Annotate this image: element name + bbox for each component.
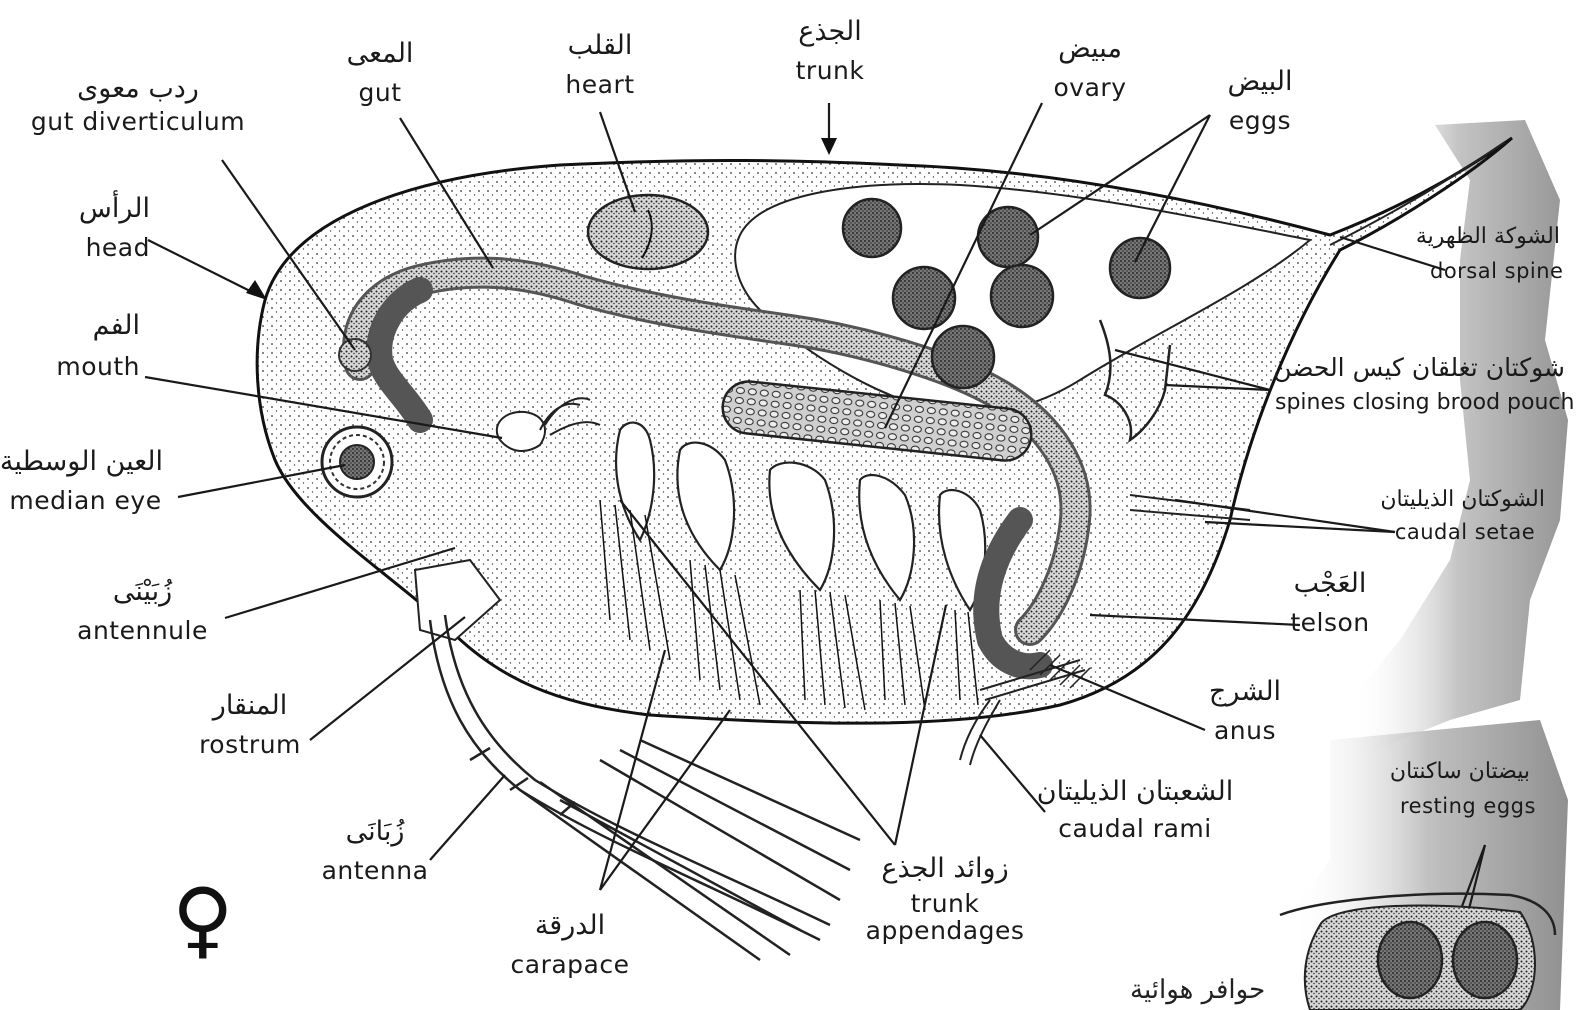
heart-organ: [588, 195, 708, 269]
label-dorsal-spine-ar: الشوكة الظهرية: [1430, 225, 1560, 248]
label-telson-ar: العَجْب: [1280, 570, 1380, 598]
label-head: الرأس head: [60, 195, 150, 262]
label-mouth: الفم mouth: [40, 312, 140, 381]
label-heart: القلب heart: [550, 32, 650, 99]
label-dorsal-spine: الشوكة الظهرية dorsal spine: [1430, 225, 1560, 282]
label-gut: المعى gut: [330, 40, 430, 107]
label-trunk-appendages-ar: زوائد الجذع: [860, 855, 1030, 883]
label-anus: الشرج anus: [1195, 678, 1295, 745]
label-gut-ar: المعى: [330, 40, 430, 68]
label-caudal-rami-ar: الشعبتان الذيليتان: [1035, 778, 1235, 806]
label-gut-diverticulum-ar: ردب معوى: [18, 75, 258, 103]
label-resting-eggs: بيضتان ساكنتان resting eggs: [1400, 760, 1530, 817]
label-resting-eggs-en: resting eggs: [1400, 795, 1530, 817]
label-rostrum: المنقار rostrum: [190, 692, 310, 759]
label-gut-diverticulum: ردب معوى gut diverticulum: [18, 75, 258, 136]
label-caudal-setae-ar: الشوكتان الذيليتان: [1385, 488, 1545, 511]
label-antenna-ar: زُبَانَى: [315, 818, 435, 846]
label-caudal-rami-en: caudal rami: [1035, 816, 1235, 842]
label-spines-brood-pouch-ar: شوكتان تغلقان كيس الحضن: [1275, 355, 1565, 381]
label-ovary: مبيض ovary: [1035, 35, 1145, 102]
label-median-eye-ar: العين الوسطية: [8, 448, 163, 476]
label-carapace: الدرقة carapace: [505, 912, 635, 979]
label-anus-ar: الشرج: [1195, 678, 1295, 706]
label-ovary-ar: مبيض: [1035, 35, 1145, 63]
label-heart-ar: القلب: [550, 32, 650, 60]
label-mouth-en: mouth: [40, 354, 140, 380]
label-spines-brood-pouch: شوكتان تغلقان كيس الحضن spines closing b…: [1275, 355, 1565, 414]
label-telson: العَجْب telson: [1280, 570, 1380, 637]
label-caudal-setae-en: caudal setae: [1385, 521, 1545, 543]
label-anus-en: anus: [1195, 718, 1295, 744]
label-trunk: الجذع trunk: [780, 18, 880, 85]
label-eggs: البيض eggs: [1215, 68, 1305, 135]
label-eggs-ar: البيض: [1215, 68, 1305, 96]
label-rostrum-en: rostrum: [190, 732, 310, 758]
label-spines-brood-pouch-en: spines closing brood pouch: [1275, 391, 1565, 414]
label-dorsal-spine-en: dorsal spine: [1430, 260, 1560, 282]
label-head-en: head: [60, 235, 150, 261]
label-median-eye-en: median eye: [8, 488, 163, 514]
label-gut-diverticulum-en: gut diverticulum: [18, 109, 258, 135]
label-antenna-en: antenna: [315, 858, 435, 884]
label-caudal-setae: الشوكتان الذيليتان caudal setae: [1385, 488, 1545, 543]
label-antennule: زُبَيْنَى antennule: [75, 578, 210, 645]
label-trunk-appendages: زوائد الجذع trunk appendages: [860, 855, 1030, 944]
median-eye-organ: [322, 427, 392, 497]
label-resting-eggs-ar: بيضتان ساكنتان: [1400, 760, 1530, 783]
label-caudal-rami: الشعبتان الذيليتان caudal rami: [1035, 778, 1235, 843]
label-carapace-ar: الدرقة: [505, 912, 635, 940]
label-gut-en: gut: [330, 80, 430, 106]
label-trunk-ar: الجذع: [780, 18, 880, 46]
label-mouth-ar: الفم: [40, 312, 140, 340]
label-antennule-en: antennule: [75, 618, 210, 644]
label-antennule-ar: زُبَيْنَى: [75, 578, 210, 606]
female-symbol: ♀: [172, 870, 234, 968]
label-antenna: زُبَانَى antenna: [315, 818, 435, 885]
footer-fragment: حوافر هوائية: [1130, 975, 1265, 1005]
label-carapace-en: carapace: [505, 952, 635, 978]
label-ovary-en: ovary: [1035, 75, 1145, 101]
label-heart-en: heart: [550, 72, 650, 98]
label-telson-en: telson: [1280, 610, 1380, 636]
label-head-ar: الرأس: [60, 195, 150, 223]
label-trunk-en: trunk: [780, 58, 880, 84]
label-eggs-en: eggs: [1215, 108, 1305, 134]
label-rostrum-ar: المنقار: [190, 692, 310, 720]
label-trunk-appendages-en: trunk appendages: [860, 891, 1030, 944]
label-median-eye: العين الوسطية median eye: [8, 448, 163, 515]
